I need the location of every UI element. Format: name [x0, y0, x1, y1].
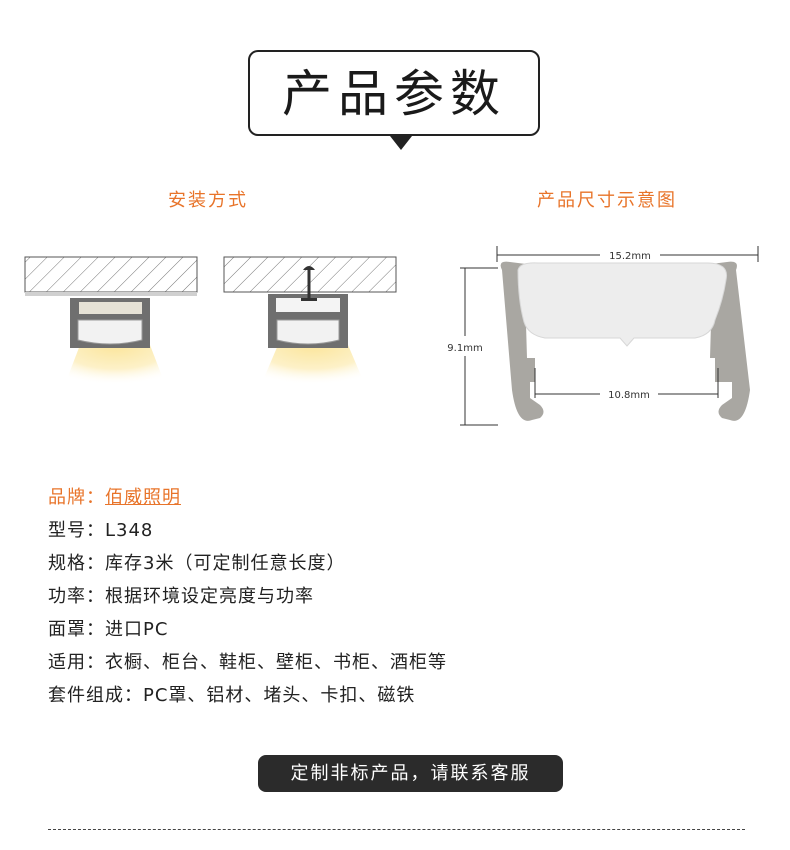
pc-diffuser	[517, 262, 728, 347]
spec-label: 适用：	[48, 652, 105, 673]
spec-label: 品牌：	[48, 487, 105, 508]
spec-value: L348	[105, 520, 154, 541]
height-label: 9.1mm	[447, 343, 482, 354]
spec-value: 衣橱、柜台、鞋柜、壁柜、书柜、酒柜等	[105, 652, 447, 673]
spec-kit: 套件组成：PC罩、铝材、堵头、卡扣、磁铁	[48, 679, 447, 712]
dimension-section-title: 产品尺寸示意图	[537, 190, 677, 211]
spec-value: 进口PC	[105, 619, 169, 640]
spec-label: 型号：	[48, 520, 105, 541]
spec-power: 功率：根据环境设定亮度与功率	[48, 580, 447, 613]
spec-cover: 面罩：进口PC	[48, 613, 447, 646]
spec-model: 型号：L348	[48, 514, 447, 547]
spec-value: 库存3米（可定制任意长度）	[105, 553, 346, 574]
profile-channel	[535, 358, 715, 382]
install-section-title: 安装方式	[168, 190, 248, 211]
spec-label: 套件组成：	[48, 685, 143, 706]
page-title: 产品参数	[282, 65, 506, 123]
spec-label: 功率：	[48, 586, 105, 607]
title-pointer	[390, 136, 412, 150]
spec-label: 面罩：	[48, 619, 105, 640]
dimension-diagram: 15.2mm 9.1mm 10.8mm	[447, 246, 759, 426]
dashed-divider	[48, 829, 745, 830]
surface-mount-illustration	[24, 256, 198, 392]
contact-service-button[interactable]: 定制非标产品，请联系客服	[258, 755, 563, 792]
spec-value: PC罩、铝材、堵头、卡扣、磁铁	[143, 685, 416, 706]
spec-label: 规格：	[48, 553, 105, 574]
title-box: 产品参数	[248, 50, 540, 136]
brand-link[interactable]: 佰威照明	[105, 487, 181, 508]
inner-width-label: 10.8mm	[608, 390, 650, 401]
spec-value: 根据环境设定亮度与功率	[105, 586, 314, 607]
spec-list: 品牌：佰威照明 型号：L348 规格：库存3米（可定制任意长度） 功率：根据环境…	[48, 481, 447, 712]
installation-diagram	[24, 256, 397, 392]
width-label: 15.2mm	[609, 251, 651, 262]
spec-brand: 品牌：佰威照明	[48, 481, 447, 514]
spec-size: 规格：库存3米（可定制任意长度）	[48, 547, 447, 580]
screw-mount-illustration	[223, 256, 397, 392]
spec-usage: 适用：衣橱、柜台、鞋柜、壁柜、书柜、酒柜等	[48, 646, 447, 679]
